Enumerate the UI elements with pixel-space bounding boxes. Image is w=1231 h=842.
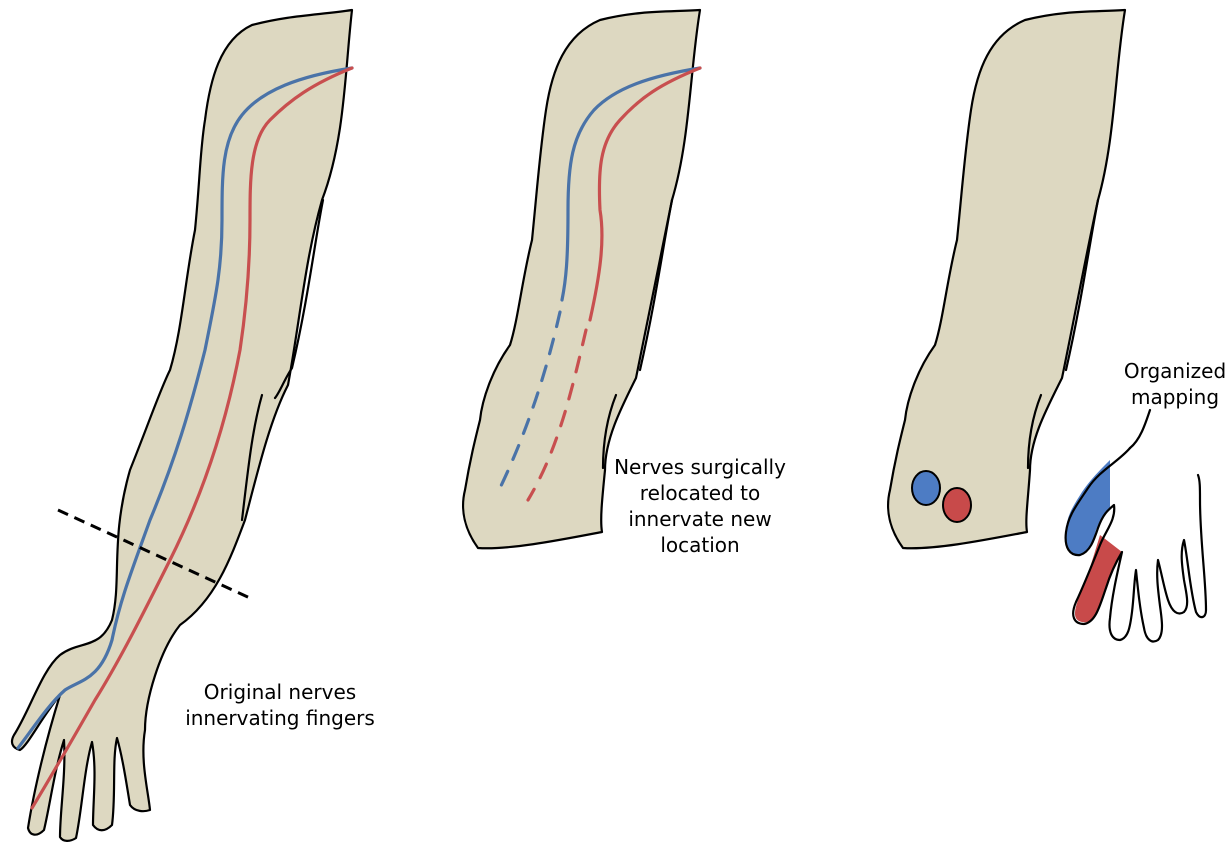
caption-line: innervate new: [575, 506, 825, 532]
red-reinnervation-site: [943, 488, 971, 522]
panel-residual-limb-mapping: [888, 10, 1206, 642]
caption-line: Nerves surgically: [575, 454, 825, 480]
mapping-callout-line: [1130, 410, 1150, 448]
caption-line: Original nerves: [160, 679, 400, 705]
caption-original-nerves: Original nerves innervating fingers: [160, 679, 400, 731]
caption-relocated-nerves: Nerves surgically relocated to innervate…: [575, 454, 825, 558]
caption-line: mapping: [1110, 384, 1231, 410]
caption-line: Organized: [1110, 358, 1231, 384]
residual-limb-silhouette-mapping: [888, 10, 1125, 548]
caption-line: relocated to: [575, 480, 825, 506]
blue-reinnervation-site: [912, 471, 940, 505]
phantom-hand: [1066, 410, 1207, 642]
caption-line: location: [575, 532, 825, 558]
caption-organized-mapping: Organized mapping: [1110, 358, 1231, 410]
caption-line: innervating fingers: [160, 705, 400, 731]
